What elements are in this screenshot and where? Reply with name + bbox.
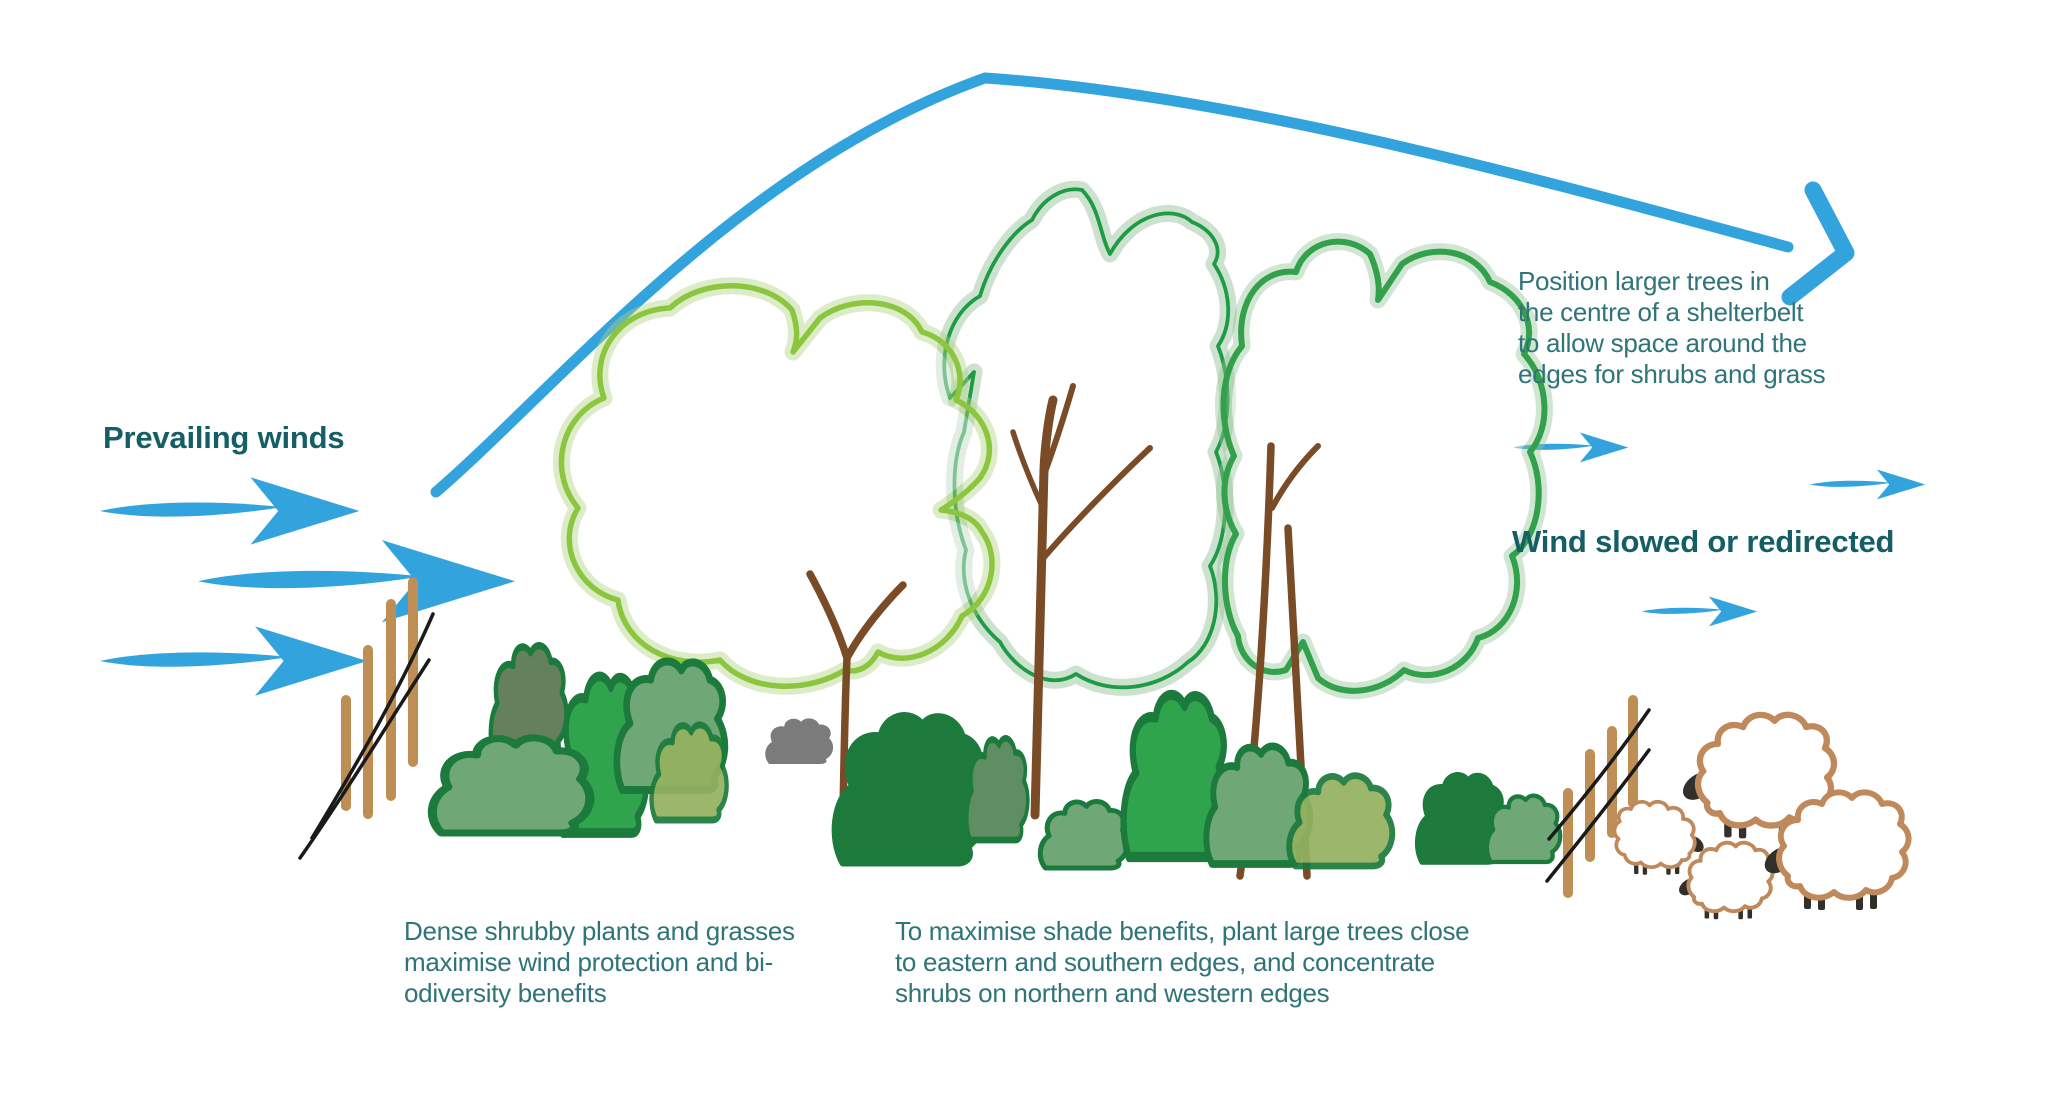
tree-canopy-right-icon [1215,233,1553,700]
fence-left-icon [298,577,435,860]
trunk-middle [1030,395,1058,820]
wind-arrow-icon [100,626,368,696]
note-dense-shrubs: Dense shrubby plants and grasses maximis… [404,916,795,1008]
prevailing-winds-label: Prevailing winds [103,420,345,455]
grass-tuft-icon [787,846,836,890]
note-shade-benefits: To maximise shade benefits, plant large … [895,916,1470,1008]
trunk-left-branch [843,581,907,662]
trunk-left-branch [806,570,851,662]
wind-flow-curve-icon [430,72,1855,498]
wind-arrow-icon [198,540,516,623]
prevailing-wind-arrows [100,477,516,696]
wind-slowed-label: Wind slowed or redirected [1512,524,1895,559]
note-position-larger-trees: Position larger trees in the centre of a… [1518,266,1826,389]
wind-arrow-icon [100,477,360,545]
wind-arrow-icon [1810,469,1926,500]
fence-right-icon [1545,695,1651,898]
tree-canopy-left-icon [552,277,1001,695]
shrub-icon [1040,801,1127,868]
rock-gray-blob-icon [765,718,834,764]
trunk-middle-branch [1010,429,1046,511]
sheep-flock [1612,715,1908,922]
trunk-middle-branch [1037,445,1153,565]
wind-arrow-icon [1642,596,1758,627]
trunk-middle-branch [1042,383,1076,475]
tree-canopy-middle-icon [935,180,1237,696]
trunk-right-branch [1269,443,1321,511]
shrub-icon [432,738,590,833]
shrub-icon [836,717,982,862]
